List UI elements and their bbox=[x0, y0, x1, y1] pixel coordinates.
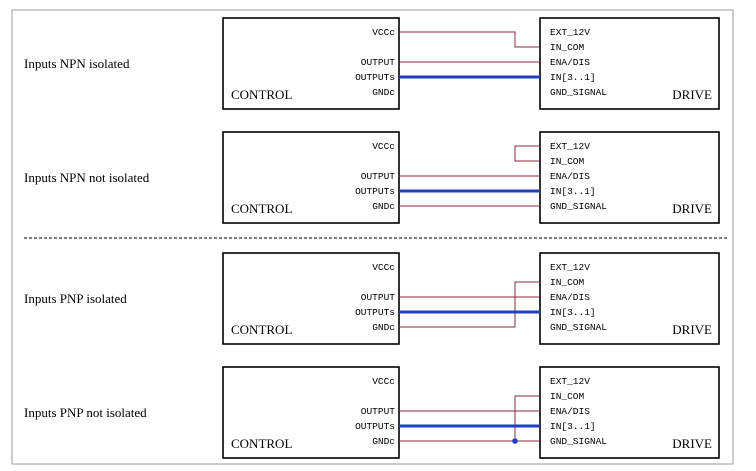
control-title: CONTROL bbox=[231, 436, 292, 451]
control-pin-output: OUTPUT bbox=[361, 406, 396, 417]
drive-box bbox=[539, 252, 720, 345]
row-label: Inputs PNP not isolated bbox=[24, 405, 147, 420]
drive-pin-in-com: IN_COM bbox=[550, 277, 585, 288]
control-box bbox=[222, 17, 400, 110]
control-title: CONTROL bbox=[231, 87, 292, 102]
drive-pin-ext-12v: EXT_12V bbox=[550, 27, 590, 38]
control-pin-outputs: OUTPUTs bbox=[355, 421, 395, 432]
drive-pin-in-3-1: IN[3..1] bbox=[550, 307, 596, 318]
row-npn-not-isolated: Inputs NPN not isolated CONTROL VCCc OUT… bbox=[24, 131, 720, 224]
drive-pin-ext-12v: EXT_12V bbox=[550, 141, 590, 152]
drive-pin-in-3-1: IN[3..1] bbox=[550, 186, 596, 197]
control-box bbox=[222, 366, 400, 459]
control-pin-gndc: GNDc bbox=[372, 87, 395, 98]
control-box bbox=[222, 131, 400, 224]
control-pin-output: OUTPUT bbox=[361, 57, 396, 68]
control-box bbox=[222, 252, 400, 345]
row-label: Inputs PNP isolated bbox=[24, 291, 127, 306]
drive-pin-ena-dis: ENA/DIS bbox=[550, 406, 590, 417]
control-pin-vccc: VCCc bbox=[372, 141, 395, 152]
drive-pin-gnd-signal: GND_SIGNAL bbox=[550, 87, 607, 98]
drive-title: DRIVE bbox=[672, 87, 712, 102]
drive-pin-in-com: IN_COM bbox=[550, 156, 585, 167]
control-pin-gndc: GNDc bbox=[372, 322, 395, 333]
drive-pin-ext-12v: EXT_12V bbox=[550, 262, 590, 273]
control-pin-vccc: VCCc bbox=[372, 376, 395, 387]
junction-dot bbox=[512, 438, 518, 444]
control-pin-output: OUTPUT bbox=[361, 171, 396, 182]
drive-pin-ena-dis: ENA/DIS bbox=[550, 57, 590, 68]
drive-pin-gnd-signal: GND_SIGNAL bbox=[550, 201, 607, 212]
control-pin-vccc: VCCc bbox=[372, 262, 395, 273]
control-pin-outputs: OUTPUTs bbox=[355, 72, 395, 83]
drive-pin-gnd-signal: GND_SIGNAL bbox=[550, 322, 607, 333]
control-pin-vccc: VCCc bbox=[372, 27, 395, 38]
jumper-ext-12v-in-com bbox=[514, 145, 540, 162]
row-npn-isolated: Inputs NPN isolated CONTROL VCCc OUTPUT … bbox=[24, 17, 720, 110]
drive-box bbox=[539, 17, 720, 110]
drive-title: DRIVE bbox=[672, 436, 712, 451]
drive-pin-ena-dis: ENA/DIS bbox=[550, 292, 590, 303]
drive-pin-in-com: IN_COM bbox=[550, 391, 585, 402]
control-pin-gndc: GNDc bbox=[372, 436, 395, 447]
drive-pin-ena-dis: ENA/DIS bbox=[550, 171, 590, 182]
control-pin-outputs: OUTPUTs bbox=[355, 186, 395, 197]
control-title: CONTROL bbox=[231, 322, 292, 337]
diagram-frame bbox=[11, 9, 734, 465]
drive-pin-in-com: IN_COM bbox=[550, 42, 585, 53]
drive-title: DRIVE bbox=[672, 201, 712, 216]
row-label: Inputs NPN not isolated bbox=[24, 170, 150, 185]
wire-vccc-in-com bbox=[399, 31, 540, 48]
control-pin-outputs: OUTPUTs bbox=[355, 307, 395, 318]
wire-tap-in-com bbox=[514, 395, 540, 441]
drive-box bbox=[539, 366, 720, 459]
drive-pin-in-3-1: IN[3..1] bbox=[550, 421, 596, 432]
row-pnp-not-isolated: Inputs PNP not isolated CONTROL VCCc OUT… bbox=[24, 366, 720, 459]
drive-pin-gnd-signal: GND_SIGNAL bbox=[550, 436, 607, 447]
drive-pin-ext-12v: EXT_12V bbox=[550, 376, 590, 387]
row-pnp-isolated: Inputs PNP isolated CONTROL VCCc OUTPUT … bbox=[24, 252, 720, 345]
row-label: Inputs NPN isolated bbox=[24, 56, 130, 71]
drive-pin-in-3-1: IN[3..1] bbox=[550, 72, 596, 83]
control-pin-output: OUTPUT bbox=[361, 292, 396, 303]
drive-box bbox=[539, 131, 720, 224]
control-title: CONTROL bbox=[231, 201, 292, 216]
drive-title: DRIVE bbox=[672, 322, 712, 337]
control-pin-gndc: GNDc bbox=[372, 201, 395, 212]
wire-gndc-in-com bbox=[399, 281, 540, 328]
